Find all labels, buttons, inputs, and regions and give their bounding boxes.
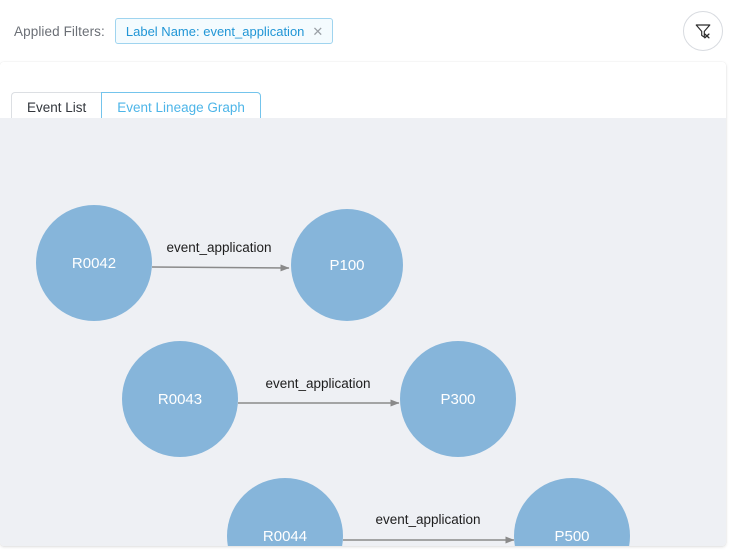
node-circle-1 xyxy=(291,209,403,321)
graph-edges: event_application event_application even… xyxy=(151,240,515,544)
lineage-graph-svg[interactable]: event_application event_application even… xyxy=(0,118,726,546)
graph-node-r0044[interactable]: R0044 xyxy=(227,478,343,546)
applied-filters-bar: Applied Filters: Label Name: event_appli… xyxy=(0,0,736,62)
view-tabs: Event List Event Lineage Graph xyxy=(11,92,261,122)
graph-node-r0042[interactable]: R0042 xyxy=(36,205,152,321)
node-label-4: R0044 xyxy=(263,528,307,545)
filter-chip-remove-icon[interactable]: ✕ xyxy=(312,23,324,39)
edge-line-0 xyxy=(151,264,290,272)
graph-edge[interactable]: event_application xyxy=(151,240,290,272)
graph-node-r0043[interactable]: R0043 xyxy=(122,341,238,457)
graph-node-p100[interactable]: P100 xyxy=(291,209,403,321)
node-circle-0 xyxy=(36,205,152,321)
graph-node-p300[interactable]: P300 xyxy=(400,341,516,457)
tab-event-lineage-graph[interactable]: Event Lineage Graph xyxy=(101,92,261,122)
node-circle-4 xyxy=(227,478,343,546)
node-label-5: P500 xyxy=(554,528,589,545)
applied-filters-label: Applied Filters: xyxy=(14,23,105,39)
edge-label-2: event_application xyxy=(375,512,480,527)
node-label-2: R0043 xyxy=(158,391,202,408)
filter-remove-icon xyxy=(695,24,711,39)
lineage-card: Event List Event Lineage Graph xyxy=(0,62,726,546)
clear-filters-button[interactable] xyxy=(683,11,723,51)
graph-node-p500[interactable]: P500 xyxy=(514,478,630,546)
lineage-graph-canvas[interactable]: event_application event_application even… xyxy=(0,118,726,546)
graph-edge[interactable]: event_application xyxy=(343,512,515,544)
graph-nodes: R0042 P100 R0043 P300 R0044 xyxy=(36,205,630,546)
node-label-0: R0042 xyxy=(72,255,116,272)
card-toolbar: Event List Event Lineage Graph xyxy=(0,62,726,122)
graph-edge[interactable]: event_application xyxy=(238,376,400,407)
tab-event-list[interactable]: Event List xyxy=(11,92,102,122)
node-label-1: P100 xyxy=(329,257,364,274)
node-label-3: P300 xyxy=(440,391,475,408)
filter-chip[interactable]: Label Name: event_application ✕ xyxy=(114,18,334,44)
filter-chip-label: Label Name: event_application xyxy=(125,23,305,39)
node-circle-2 xyxy=(122,341,238,457)
node-circle-3 xyxy=(400,341,516,457)
edge-label-1: event_application xyxy=(265,376,370,391)
node-circle-5 xyxy=(514,478,630,546)
edge-label-0: event_application xyxy=(166,240,271,255)
